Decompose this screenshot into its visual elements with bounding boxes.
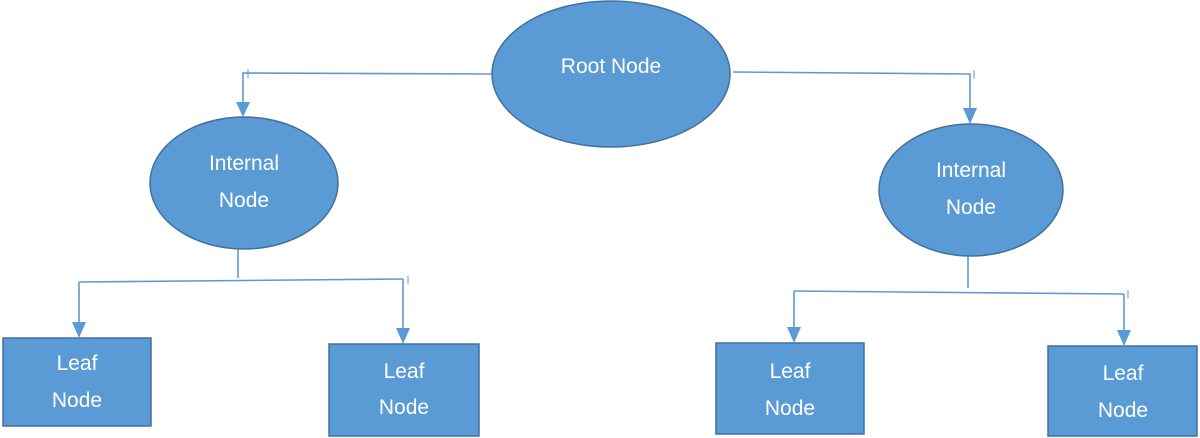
edge-root-to-internal-left [236,69,494,117]
internal-node-left-label-line-2: Node [219,189,269,212]
leaf-node-3: Leaf Node [715,342,865,435]
internal-node-left-label-line-1: Internal [209,152,279,175]
leaf-node-4-label-line-1: Leaf [1103,362,1144,385]
leaf-node-1-label-line-1: Leaf [57,352,98,375]
root-node-label-line-1: Root Node [561,55,661,78]
leaf-node-2-label-line-1: Leaf [384,360,425,383]
internal-node-right-label-line-2: Node [946,196,996,219]
leaf-node-1-label-line-2: Node [52,389,102,412]
leaf-node-2-label-line-2: Node [379,396,429,419]
internal-node-right-label-line-1: Internal [936,159,1006,182]
leaf-node-3-label-line-1: Leaf [770,360,811,383]
internal-node-right: Internal Node [878,123,1064,257]
connectors [72,69,1131,346]
edge-internal-left-to-leaves [72,249,410,344]
root-node: Root Node [491,0,731,148]
edge-internal-right-to-leaves [787,256,1131,346]
leaf-node-4-label-line-2: Node [1098,399,1148,422]
leaf-node-2: Leaf Node [328,343,480,437]
internal-node-left: Internal Node [149,116,339,250]
leaf-node-3-label-line-2: Node [765,397,815,420]
leaf-node-1: Leaf Node [2,337,152,427]
leaf-node-4: Leaf Node [1047,345,1198,437]
edge-root-to-internal-right [732,70,977,124]
